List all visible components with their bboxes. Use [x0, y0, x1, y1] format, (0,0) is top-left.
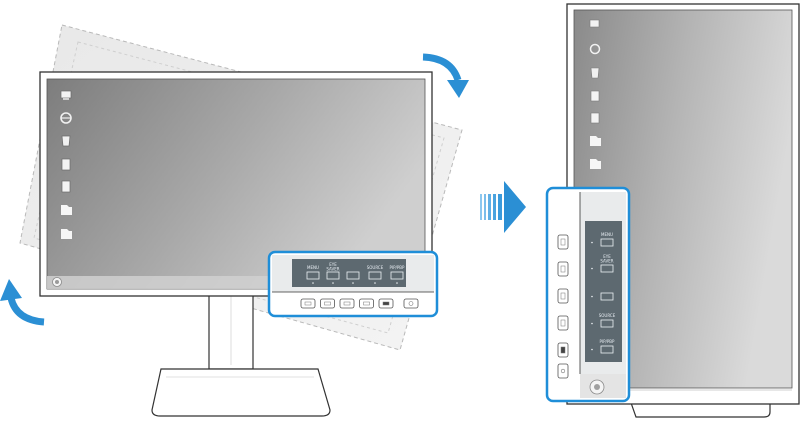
eye-saver-icon [324, 301, 331, 306]
brightness-icon [346, 271, 360, 280]
physical-menu-button[interactable] [300, 298, 316, 309]
brightness-icon [560, 292, 566, 300]
osd-button-label: SOURCE [599, 313, 616, 318]
indicator-dot [312, 282, 314, 284]
osd-button-label: SAVER [600, 258, 613, 263]
folder-icon[interactable] [590, 136, 601, 146]
indicator-dot [591, 348, 593, 351]
indicator-dot [591, 295, 593, 298]
osd-button-label: EYE [329, 262, 337, 267]
computer-icon[interactable] [60, 90, 72, 100]
osd-button-0[interactable]: MENU [591, 232, 614, 247]
osd-button-label: MENU [601, 232, 613, 237]
osd-panel [292, 259, 406, 287]
indicator-dot [591, 241, 593, 244]
osd-panel [585, 221, 622, 362]
rotate-clockwise-arrow-icon [422, 53, 469, 98]
brightness-icon [600, 292, 614, 301]
rotate-counter-clockwise-arrow-icon [0, 279, 45, 326]
indicator-dot [396, 282, 398, 284]
source-icon [560, 319, 566, 327]
osd-button-label: EYE [603, 254, 611, 259]
power-button[interactable] [557, 363, 569, 379]
osd-button-label: MENU [307, 265, 319, 270]
physical-brightness-button[interactable] [557, 288, 569, 304]
power-icon [560, 368, 566, 374]
pip-pbp-icon [382, 301, 390, 306]
source-icon [368, 271, 382, 280]
osd-button-3[interactable]: SOURCE [367, 265, 384, 284]
desktop-icons [60, 90, 72, 239]
physical-source-button[interactable] [359, 298, 374, 309]
menu-icon [306, 271, 320, 280]
osd-button-2[interactable] [346, 271, 360, 284]
pip-pbp-icon [600, 345, 614, 354]
start-orb-logo-icon [55, 280, 59, 284]
physical-eye-saver-button[interactable] [320, 298, 335, 309]
brightness-icon [343, 301, 351, 306]
recycle-bin-icon[interactable] [590, 67, 600, 79]
osd-button-label: SOURCE [367, 265, 384, 270]
eye-saver-icon [326, 271, 340, 280]
physical-source-button[interactable] [557, 315, 569, 331]
source-icon [600, 319, 614, 328]
file-icon[interactable] [61, 180, 71, 193]
physical-pip-pbp-button[interactable] [378, 298, 394, 309]
indicator-dot [352, 282, 354, 284]
osd-button-4[interactable]: PIP/PBP [390, 265, 406, 284]
physical-pip-pbp-button[interactable] [557, 342, 569, 358]
computer-icon[interactable] [589, 19, 600, 28]
physical-eye-saver-button[interactable] [557, 261, 569, 277]
indicator-dot [332, 282, 334, 284]
file-icon[interactable] [590, 112, 600, 124]
osd-button-label: PIP/PBP [390, 265, 406, 270]
ie-icon[interactable] [589, 43, 601, 55]
file-icon[interactable] [61, 158, 71, 171]
menu-icon [600, 238, 614, 247]
power-icon [408, 301, 414, 306]
monitor-stand [151, 290, 331, 417]
indicator-dot [374, 282, 376, 284]
file-icon[interactable] [590, 90, 600, 102]
indicator-dot [591, 322, 593, 325]
folder-icon[interactable] [590, 159, 601, 169]
power-button[interactable] [403, 298, 419, 309]
ie-icon[interactable] [60, 112, 72, 124]
folder-icon[interactable] [61, 205, 72, 215]
pip-pbp-icon [560, 346, 566, 354]
osd-button-2[interactable] [591, 292, 614, 301]
folder-icon[interactable] [61, 229, 72, 239]
physical-brightness-button[interactable] [339, 298, 355, 309]
indicator-dot [591, 267, 593, 270]
osd-button-4[interactable]: PIP/PBP [591, 339, 616, 354]
menu-icon [560, 238, 566, 246]
recycle-bin-icon[interactable] [61, 135, 71, 147]
osd-button-3[interactable]: SOURCE [591, 313, 616, 328]
physical-menu-button[interactable] [557, 234, 569, 250]
menu-icon [304, 301, 312, 306]
eye-saver-icon [600, 264, 614, 273]
osd-button-0[interactable]: MENU [306, 265, 320, 284]
osd-button-label: PIP/PBP [600, 339, 616, 344]
desktop-icons [589, 19, 601, 169]
landscape-monitor [39, 71, 433, 297]
source-icon [363, 301, 370, 306]
osd-button-label: SAVER [326, 266, 339, 271]
start-orb-icon[interactable] [589, 379, 605, 395]
eye-saver-icon [560, 265, 566, 273]
pip-pbp-icon [390, 271, 404, 280]
transition-arrow-icon [480, 181, 526, 233]
